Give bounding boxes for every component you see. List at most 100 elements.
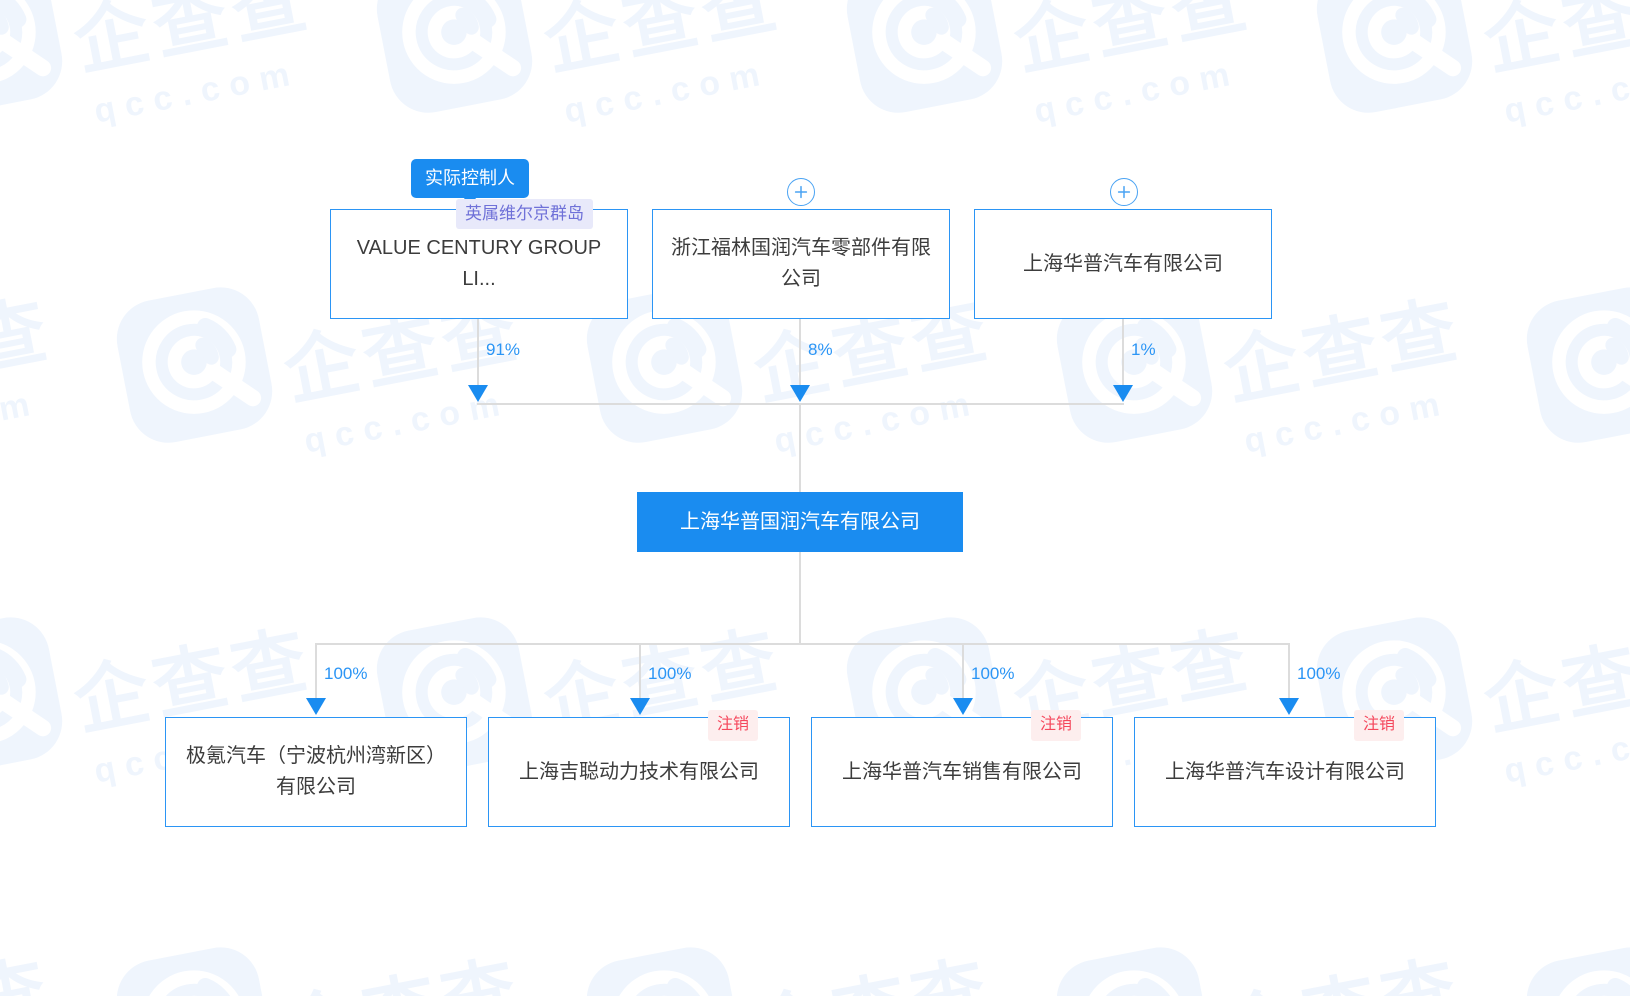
edge-shareholder-0 [477,318,479,388]
arrow-subsidiary-1 [630,698,650,715]
arrow-subsidiary-0 [306,698,326,715]
watermark-logo [1517,277,1630,458]
qcc-logo-icon [1526,947,1630,996]
watermark-logo [1517,937,1630,996]
watermark-domain: qcc.com [1031,53,1243,131]
edge-center-out [799,552,801,644]
expand-button-shareholder-1[interactable] [787,178,815,206]
watermark-logo [1307,0,1484,128]
shareholder-label-2: 上海华普汽车有限公司 [1023,252,1223,275]
watermark-domain: qcc.com [1241,383,1453,461]
watermark-domain: qcc.com [91,53,303,131]
subsidiary-label-1: 上海吉聪动力技术有限公司 [519,760,759,783]
watermark-logo [577,937,754,996]
percent-subsidiary-3: 100% [1297,664,1341,683]
watermark-domain: qcc.com [1501,713,1630,791]
shareholder-node-2[interactable]: 上海华普汽车有限公司 [974,209,1272,319]
plus-circle-icon [794,185,808,199]
watermark-logo [0,0,73,128]
edge-shareholder-2 [1122,318,1124,388]
region-chip-shareholder-0: 英属维尔京群岛 [456,199,593,229]
edge-center-in [799,403,801,493]
watermark-logo [107,937,284,996]
arrow-subsidiary-2 [953,698,973,715]
expand-button-shareholder-2[interactable] [1110,178,1138,206]
watermark-logo [837,0,1014,128]
watermark-domain: qcc.com [0,383,43,461]
qcc-logo-icon [116,947,273,996]
subsidiary-label-2: 上海华普汽车销售有限公司 [842,760,1082,783]
watermark-domain: qcc.com [771,383,983,461]
watermark-brand: 企查查 [0,947,59,996]
edge-subsidiary-1 [639,643,641,701]
percent-subsidiary-0: 100% [324,664,368,683]
qcc-logo-icon [846,0,1003,113]
edge-subsidiary-3 [1288,643,1290,701]
status-badge-subsidiary-1: 注销 [708,710,759,741]
qcc-logo-icon [586,947,743,996]
status-badge-label: 注销 [1040,716,1073,733]
watermark-logo [107,277,284,458]
watermark-domain: qcc.com [561,53,773,131]
arrow-shareholder-2 [1113,385,1133,402]
watermark-brand: 企查查 [1217,947,1468,996]
percent-subsidiary-1: 100% [648,664,692,683]
edge-subsidiary-0 [315,643,317,701]
qcc-logo-icon [1316,0,1473,113]
shareholder-node-1[interactable]: 浙江福林国润汽车零部件有限公司 [652,209,950,319]
bus-lower [315,643,1289,645]
shareholder-label-0: VALUE CENTURY GROUP LI... [356,237,602,290]
qcc-logo-icon [1526,287,1630,443]
watermark-logo [1047,937,1224,996]
shareholder-label-1: 浙江福林国润汽车零部件有限公司 [671,237,931,290]
edge-subsidiary-2 [962,643,964,701]
plus-circle-icon [1117,185,1131,199]
subsidiary-label-3: 上海华普汽车设计有限公司 [1165,760,1405,783]
watermark-domain: qcc.com [1501,53,1630,131]
status-badge-subsidiary-3: 注销 [1354,710,1405,741]
subsidiary-node-1[interactable]: 上海吉聪动力技术有限公司 [488,717,790,827]
subsidiary-node-0[interactable]: 极氪汽车（宁波杭州湾新区）有限公司 [165,717,467,827]
region-chip-label: 英属维尔京群岛 [465,204,584,223]
status-badge-label: 注销 [717,716,750,733]
controller-tag-label: 实际控制人 [425,168,515,188]
qcc-logo-icon [116,287,273,443]
bus-upper [477,403,1124,405]
watermark-brand: 企查查 [1477,617,1630,745]
qcc-logo-icon [1056,947,1213,996]
percent-subsidiary-2: 100% [971,664,1015,683]
arrow-shareholder-0 [468,385,488,402]
center-company-label: 上海华普国润汽车有限公司 [680,510,920,533]
watermark-brand: 企查查 [1007,0,1259,85]
percent-shareholder-0: 91% [486,340,521,359]
edge-shareholder-1 [799,318,801,388]
watermark-logo [367,0,544,128]
watermark-brand: 企查查 [67,0,319,85]
watermark-brand: 企查查 [747,947,998,996]
qcc-logo-icon [376,0,533,113]
arrow-shareholder-1 [790,385,810,402]
status-badge-label: 注销 [1363,716,1396,733]
center-company-node[interactable]: 上海华普国润汽车有限公司 [637,492,963,552]
controller-tag: 实际控制人 [411,159,529,205]
watermark-domain: qcc.com [301,383,513,461]
percent-shareholder-2: 1% [1131,340,1156,359]
percent-shareholder-1: 8% [808,340,833,359]
watermark-logo [0,607,73,788]
watermark-brand: 企查查 [0,287,59,415]
qcc-logo-icon [0,617,63,773]
arrow-subsidiary-3 [1279,698,1299,715]
subsidiary-label-0: 极氪汽车（宁波杭州湾新区）有限公司 [186,745,446,798]
watermark-brand: 企查查 [1477,0,1630,85]
